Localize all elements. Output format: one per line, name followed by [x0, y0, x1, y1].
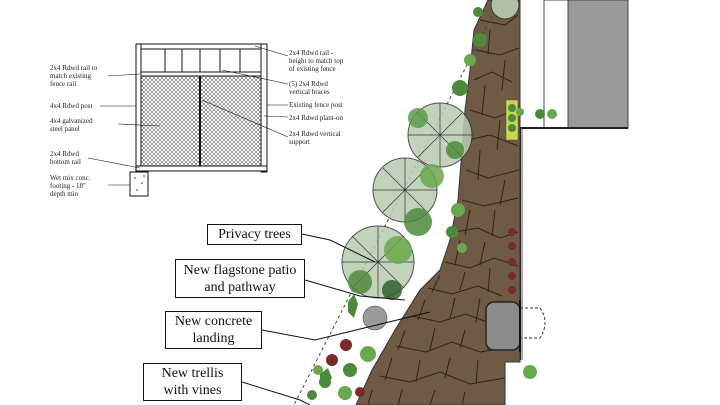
left-leader-lines	[87, 73, 161, 186]
concrete-footing	[129, 171, 149, 197]
fence-note-rail-left: 2x4 Rdwd rail to match existing fence ra…	[50, 64, 98, 88]
fence-bottom-rail	[135, 165, 268, 172]
callout-concrete-landing: New concrete landing	[165, 311, 262, 349]
callout-flagstone-patio: New flagstone patio and pathway	[175, 259, 305, 298]
callout-trellis-vines: New trellis with vines	[143, 363, 242, 401]
fence-note-top-rail: 2x4 Rdwd rail - height to match top of e…	[289, 49, 344, 73]
shrub-plantings	[307, 7, 537, 400]
concrete-landing	[485, 301, 521, 351]
fence-note-vertical-support: 2x4 Rdwd vertical support	[289, 130, 341, 146]
fence-note-bottom-rail: 2x4 Rdwd bottom rail	[50, 150, 81, 166]
fence-note-vertical-braces: (5) 2x4 Rdwd vertical braces	[289, 80, 330, 96]
existing-building	[567, 0, 629, 129]
fence-right-post	[260, 43, 268, 173]
fence-detail-drawing	[87, 43, 289, 197]
callout-privacy-trees: Privacy trees	[207, 224, 302, 245]
fence-vertical-braces	[164, 49, 241, 72]
fence-note-plant-on: 2x4 Rdwd plant-on	[289, 114, 344, 122]
fence-note-footing: Wet mix conc. footing - 18" depth min	[50, 174, 91, 198]
building-wall-band	[543, 0, 569, 129]
callout-leaders	[241, 233, 431, 405]
right-leader-lines	[201, 45, 289, 138]
property-line	[293, 0, 501, 405]
fence-left-post	[135, 43, 142, 173]
fence-note-existing-post: Existing fence post	[289, 101, 343, 109]
wall-hedge-strip	[505, 99, 557, 294]
fence-note-steel-panel: 4x4 galvanized steel panel	[50, 117, 93, 133]
door-swing	[520, 307, 546, 339]
fence-note-post: 4x4 Rdwd post	[50, 102, 93, 110]
fence-top-rail	[135, 43, 268, 50]
flagstone-joints	[367, 14, 520, 405]
privacy-trees	[341, 0, 520, 300]
